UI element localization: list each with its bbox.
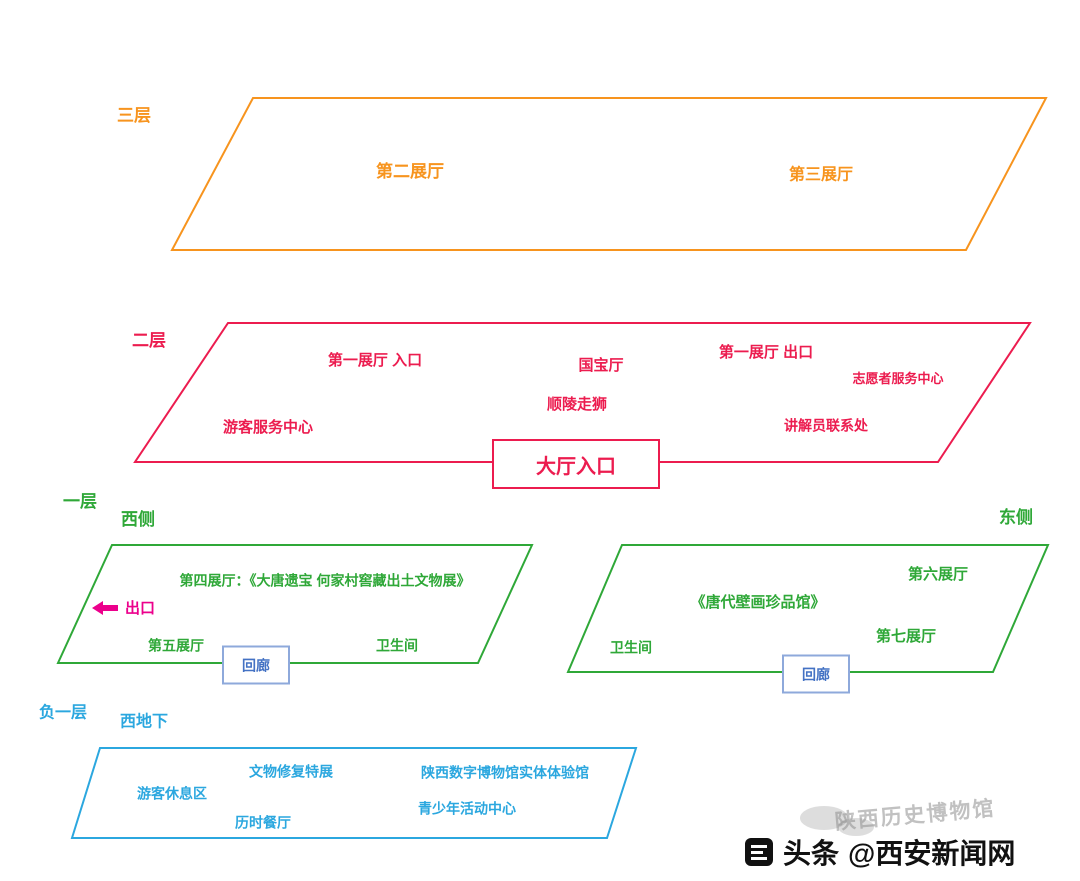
rest-area-label: 游客休息区 (137, 785, 207, 802)
restroom-east-label: 卫生间 (610, 639, 652, 656)
exit-arrow-icon (92, 600, 118, 615)
floor2-outline (133, 322, 1032, 463)
watermark-cloud-shape (800, 806, 848, 830)
main-hall-entrance-box: 大厅入口 (492, 439, 660, 489)
hall2-label: 第二展厅 (376, 161, 444, 181)
floor3-label: 三层 (117, 105, 151, 125)
floor2-label: 二层 (132, 330, 166, 350)
hall4-label: 第四展厅：《大唐遗宝 何家村窖藏出土文物展》 (179, 572, 471, 589)
toutiao-logo-icon (745, 838, 773, 866)
west-side-label: 西侧 (121, 509, 155, 529)
hall3-label: 第三展厅 (788, 166, 854, 184)
hall1-exit-label: 第一展厅 出口 (718, 344, 814, 361)
restoration-exhibit-label: 文物修复特展 (249, 763, 333, 780)
hall7-label: 第七展厅 (875, 628, 937, 645)
credit-brand-label: 头条 (783, 838, 840, 869)
hall5-label: 第五展厅 (148, 637, 204, 654)
corridor-east-label: 回廊 (802, 666, 830, 682)
west-underground-label: 西地下 (119, 713, 169, 731)
corridor-west-label: 回廊 (242, 657, 270, 673)
hall6-label: 第六展厅 (907, 566, 969, 583)
volunteer-center-label: 志愿者服务中心 (852, 371, 944, 387)
main-hall-entrance-label: 大厅入口 (536, 455, 616, 478)
corridor-east-box: 回廊 (782, 654, 850, 694)
treasure-hall-label: 国宝厅 (578, 357, 624, 374)
watermark-cloud-shape (838, 818, 874, 836)
hall1-entrance-label: 第一展厅 入口 (327, 352, 423, 369)
mural-gallery-label: 《唐代壁画珍品馆》 (690, 594, 826, 611)
restaurant-label: 历时餐厅 (235, 814, 291, 831)
digital-museum-label: 陕西数字博物馆实体体验馆 (421, 764, 589, 781)
floor1-label: 一层 (63, 491, 97, 511)
floor3-outline (170, 97, 1048, 251)
credit-account-label: @西安新闻网 (848, 838, 1016, 869)
shunling-lion-label: 顺陵走狮 (546, 396, 608, 413)
news-credit: 头条 @西安新闻网 (744, 832, 1015, 872)
exit-label: 出口 (125, 600, 156, 617)
corridor-west-box: 回廊 (222, 645, 290, 685)
youth-center-label: 青少年活动中心 (418, 800, 516, 817)
visitor-center-label: 游客服务中心 (222, 419, 314, 436)
guide-contact-label: 讲解员联系处 (784, 417, 868, 434)
basement-outline (70, 747, 638, 839)
floor1-east-outline (566, 544, 1050, 673)
east-side-label: 东侧 (999, 507, 1033, 527)
exit-group: 出口 (92, 597, 155, 618)
floor1-west-outline (56, 544, 534, 664)
basement-label: 负一层 (38, 704, 88, 722)
restroom-west-label: 卫生间 (376, 637, 418, 654)
